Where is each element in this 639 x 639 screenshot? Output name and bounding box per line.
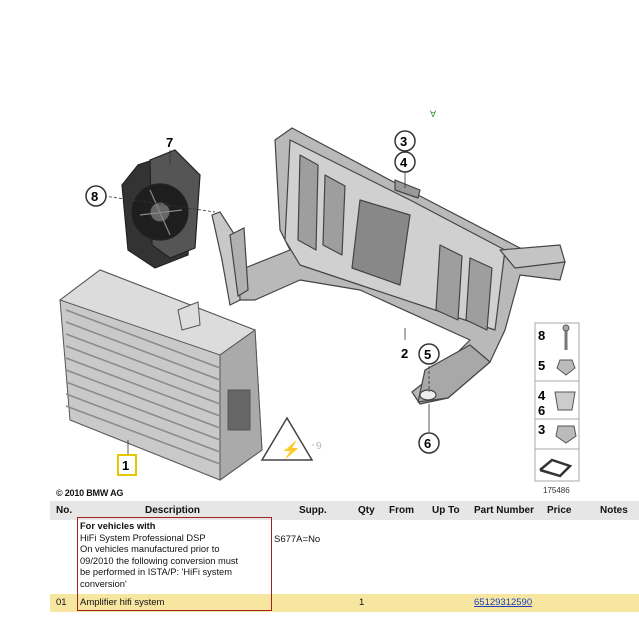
- side-6[interactable]: 6: [538, 403, 545, 418]
- image-number: 175486: [543, 486, 570, 495]
- svg-text:⚡: ⚡: [281, 440, 301, 459]
- callout-9[interactable]: 9: [316, 441, 322, 452]
- group-line: On vehicles manufactured prior to: [80, 544, 220, 554]
- callout-5[interactable]: 5: [424, 347, 431, 362]
- row-description-box: [77, 594, 272, 611]
- row-no: 01: [56, 597, 67, 608]
- callout-4[interactable]: 4: [400, 155, 408, 170]
- copyright: © 2010 BMW AG: [56, 488, 124, 498]
- col-no: No.: [56, 505, 73, 516]
- group-description: For vehicles with HiFi System Profession…: [77, 517, 272, 596]
- callout-1[interactable]: 1: [122, 458, 129, 473]
- row-qty: 1: [359, 597, 365, 608]
- group-title: For vehicles with: [80, 521, 156, 531]
- col-qty: Qty: [358, 505, 375, 516]
- part-number-link[interactable]: 65129312590: [474, 597, 533, 608]
- callout-6[interactable]: 6: [424, 436, 431, 451]
- green-mark: ∀: [430, 109, 437, 119]
- clip-bracket: [211, 211, 249, 306]
- esd-warning-icon: ⚡: [260, 416, 320, 461]
- table-header: No. Description Supp. Qty From Up To Par…: [50, 501, 639, 520]
- group-line: be performed in ISTA/P: 'HiFi system: [80, 567, 232, 577]
- col-price: Price: [547, 505, 572, 516]
- side-3[interactable]: 3: [538, 422, 545, 437]
- parts-diagram: ∀: [58, 109, 580, 482]
- group-supp: S677A=No: [274, 534, 321, 545]
- group-line: conversion': [80, 578, 127, 589]
- group-line: 09/2010 the following conversion must: [80, 555, 239, 566]
- leader-lines: [103, 150, 430, 455]
- col-up-to: Up To: [432, 505, 460, 516]
- col-description: Description: [145, 505, 201, 516]
- amplifier-part: [58, 269, 263, 481]
- callouts: 7 8 3 4 2 5 6 1 9: [85, 130, 440, 476]
- bracket-part: [229, 127, 566, 405]
- col-notes: Notes: [600, 505, 628, 516]
- fan-part: [121, 149, 201, 269]
- col-part-number: Part Number: [474, 505, 535, 516]
- bracket-thumbnail-icon: [539, 458, 573, 478]
- side-5[interactable]: 5: [538, 358, 545, 373]
- row-description: Amplifier hifi system: [80, 597, 165, 608]
- callout-7[interactable]: 7: [166, 135, 173, 150]
- side-panel: 8 5 4 6 3: [534, 322, 580, 482]
- callout-2[interactable]: 2: [401, 346, 408, 361]
- col-supp: Supp.: [299, 505, 327, 516]
- col-from: From: [389, 505, 414, 516]
- table-row[interactable]: 01 Amplifier hifi system 1 65129312590: [50, 594, 639, 612]
- group-line: HiFi System Professional DSP: [80, 532, 206, 543]
- callout-3[interactable]: 3: [400, 134, 407, 149]
- callout-8[interactable]: 8: [91, 189, 98, 204]
- side-4[interactable]: 4: [538, 388, 546, 403]
- side-8[interactable]: 8: [538, 328, 545, 343]
